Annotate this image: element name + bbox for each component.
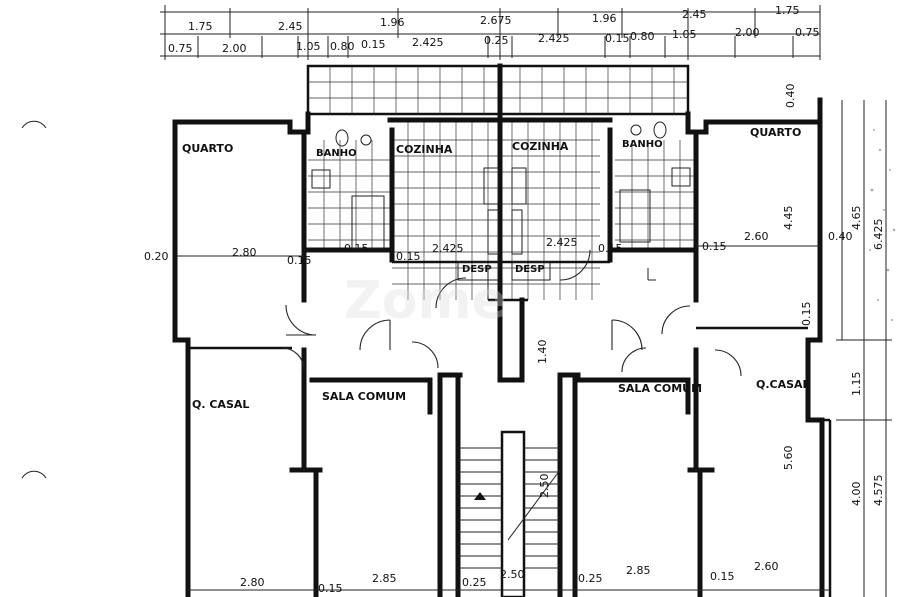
- bidet-left-icon: [311, 169, 331, 189]
- bathtub-right-icon: [619, 189, 651, 243]
- dim-bottom-2.60: 2.60: [754, 560, 779, 573]
- stove-left-icon: [483, 167, 499, 205]
- room-labels: QUARTO BANHO COZINHA COZINHA BANHO QUART…: [182, 126, 810, 411]
- label-quarto-right: QUARTO: [750, 126, 801, 139]
- label-desp-left: DESP: [462, 264, 492, 275]
- pantry-right-box: [511, 261, 551, 281]
- dim-bottom-2.50: 2.50: [500, 568, 525, 581]
- dim-mid-10: 0.80: [630, 30, 655, 43]
- walls: [172, 97, 832, 597]
- dim-v-4.575: 4.575: [872, 475, 885, 507]
- dim-stair-1.40: 1.40: [536, 340, 549, 365]
- dim-mid-3: 1.05: [296, 40, 321, 53]
- dim-top-2: 2.45: [278, 20, 303, 33]
- dim-top-3: 1.96: [380, 16, 405, 29]
- dim-mid-5: 0.15: [361, 38, 386, 51]
- dim-mid-12: 2.00: [735, 26, 760, 39]
- label-cozinha-right: COZINHA: [512, 140, 569, 153]
- toilet-left-icon: [335, 129, 349, 147]
- dim-mid-6: 2.425: [412, 36, 444, 49]
- dim-mid-8: 2.425: [538, 32, 570, 45]
- dim-bottom-0.15b: 0.15: [710, 570, 735, 583]
- dim-left-0.15c: 0.15: [344, 242, 369, 255]
- dim-v-0.15: 0.15: [800, 302, 813, 327]
- dim-right-2.60: 2.60: [744, 230, 769, 243]
- label-cozinha-left: COZINHA: [396, 143, 453, 156]
- doors: [281, 249, 742, 377]
- dim-right-0.15a: 0.15: [598, 242, 623, 255]
- label-sala-left: SALA COMUM: [322, 390, 406, 403]
- dim-right-0.40: 0.40: [828, 230, 853, 243]
- dim-top-5: 1.96: [592, 12, 617, 25]
- label-sala-right: SALA COMUM: [618, 382, 702, 395]
- dim-bottom-2.85b: 2.85: [626, 564, 651, 577]
- dim-top-7: 1.75: [775, 4, 800, 17]
- bathtub-left-icon: [351, 195, 385, 249]
- dim-top-1: 1.75: [188, 20, 213, 33]
- dim-left-0.20: 0.20: [144, 250, 169, 263]
- label-banho-right: BANHO: [622, 139, 663, 150]
- dim-mid-2: 2.00: [222, 42, 247, 55]
- dim-mid-7: 0.25: [484, 34, 509, 47]
- dim-v-6.425: 6.425: [872, 219, 885, 251]
- counter-right-icon: [511, 209, 523, 255]
- sink-right-icon: [630, 124, 642, 136]
- dim-left-0.15a: 0.15: [287, 254, 312, 267]
- interior-dimensions: 0.20 2.80 0.15 0.15 2.425 0.15 0.15 2.42…: [144, 230, 853, 595]
- stove-right-icon: [511, 167, 527, 205]
- sink-left-icon: [360, 134, 372, 146]
- fixtures: [311, 121, 691, 300]
- label-quarto-left: QUARTO: [182, 142, 233, 155]
- bidet-right-icon: [671, 167, 691, 187]
- dim-mid-4: 0.80: [330, 40, 355, 53]
- dim-bottom-0.25a: 0.25: [462, 576, 487, 589]
- stairs: [458, 430, 561, 597]
- right-vertical-dimensions: 4.45 0.40 4.65 6.425 0.15 1.15 4.00 4.57…: [782, 84, 892, 597]
- dim-top-4: 2.675: [480, 14, 512, 27]
- dim-v-5.60: 5.60: [782, 446, 795, 471]
- dim-v-4.65: 4.65: [850, 206, 863, 231]
- dim-stair-2.50: 2.50: [538, 474, 551, 499]
- dim-right-0.15b: 0.15: [702, 240, 727, 253]
- binder-hole-bottom: [21, 470, 47, 479]
- pantry-left-box: [457, 261, 499, 281]
- terrace: [306, 63, 690, 117]
- label-q-casal-right: Q.CASAL: [756, 378, 810, 391]
- dim-v-4.45: 4.45: [782, 206, 795, 231]
- dim-bottom-0.15a: 0.15: [318, 582, 343, 595]
- binder-hole-top: [21, 120, 47, 129]
- dim-mid-13: 0.75: [795, 26, 820, 39]
- scan-noise: [869, 129, 896, 321]
- dim-v-4.00: 4.00: [850, 482, 863, 507]
- dim-mid-9: 0.15: [605, 32, 630, 45]
- bath-tiles: [308, 140, 695, 250]
- watermark: Zome: [344, 271, 507, 331]
- dim-bottom-2.80: 2.80: [240, 576, 265, 589]
- dim-right-2.425: 2.425: [546, 236, 578, 249]
- label-desp-right: DESP: [515, 264, 545, 275]
- stair-arrow-icon: [474, 492, 486, 500]
- toilet-right-icon: [653, 121, 667, 139]
- dim-mid-1: 0.75: [168, 42, 193, 55]
- dim-left-0.15b: 0.15: [396, 250, 421, 263]
- dim-bottom-0.25b: 0.25: [578, 572, 603, 585]
- counter-left-icon: [487, 209, 499, 255]
- top-dimension-lines: 1.75 2.45 1.96 2.675 1.96 2.45 1.75 0.75…: [160, 4, 821, 60]
- dim-mid-11: 1.05: [672, 28, 697, 41]
- dim-left-2.80: 2.80: [232, 246, 257, 259]
- label-q-casal-left: Q. CASAL: [192, 398, 249, 411]
- dim-top-6: 2.45: [682, 8, 707, 21]
- dim-v-0.40: 0.40: [784, 84, 797, 109]
- dim-bottom-2.85a: 2.85: [372, 572, 397, 585]
- label-banho-left: BANHO: [316, 148, 357, 159]
- dim-left-2.425: 2.425: [432, 242, 464, 255]
- dim-v-1.15: 1.15: [850, 372, 863, 397]
